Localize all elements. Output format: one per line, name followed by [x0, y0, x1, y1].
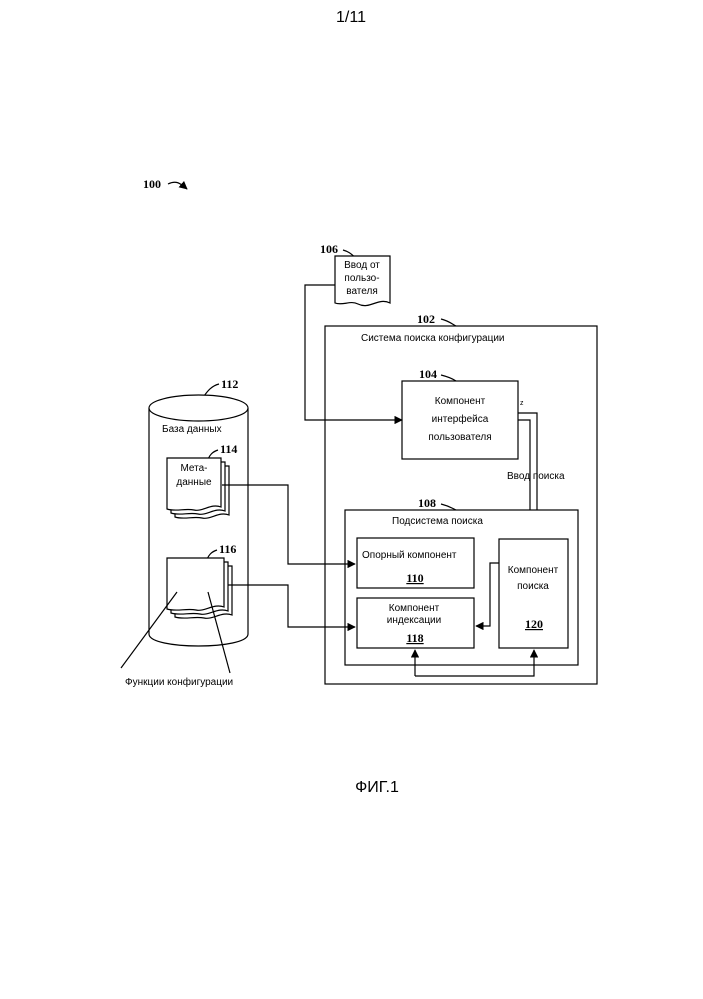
user-input-label-3: вателя: [346, 286, 378, 297]
ui-port-mark: z: [520, 400, 524, 407]
config-functions-label: Функции конфигурации: [125, 676, 233, 688]
config-search-system-label: Система поиска конфигурации: [361, 332, 505, 344]
ref-116: 116: [219, 542, 236, 556]
ui-component-label-2: интерфейса: [432, 413, 489, 425]
database-cylinder-top: [149, 395, 248, 421]
ref-112-leader: [204, 384, 219, 396]
figure-caption: ФИГ.1: [355, 779, 399, 796]
ref-102: 102: [417, 312, 435, 326]
page-number: 1/11: [336, 9, 366, 26]
ui-component-label-3: пользователя: [428, 432, 491, 443]
ref-102-leader: [441, 319, 456, 326]
ui-component-label-1: Компонент: [435, 396, 486, 407]
ref-100: 100: [143, 177, 161, 191]
ref-106: 106: [320, 242, 338, 256]
search-input-label: Ввод поиска: [507, 471, 565, 482]
metadata-label-2: данные: [176, 477, 212, 488]
user-input-label-2: пользо-: [344, 273, 379, 284]
indexing-component-label-2: индексации: [387, 615, 441, 626]
search-component-box: [499, 539, 568, 648]
ref-104: 104: [419, 367, 437, 381]
metadata-label-1: Мета-: [180, 463, 207, 474]
ref-100-arrow: [168, 182, 187, 189]
ref-120: 120: [525, 617, 543, 631]
database-label: База данных: [162, 424, 222, 435]
config-functions-doc-front: [167, 558, 224, 610]
user-input-label-1: Ввод от: [344, 260, 380, 271]
search-subsystem-label: Подсистема поиска: [392, 516, 483, 527]
ref-118: 118: [406, 631, 423, 645]
ref-114: 114: [220, 442, 237, 456]
ref-112: 112: [221, 377, 238, 391]
indexing-component-label-1: Компонент: [389, 603, 440, 614]
search-component-label-1: Компонент: [508, 565, 559, 576]
ref-108: 108: [418, 496, 436, 510]
search-component-label-2: поиска: [517, 581, 549, 592]
reference-component-label: Опорный компонент: [362, 550, 457, 561]
ref-110: 110: [406, 571, 423, 585]
